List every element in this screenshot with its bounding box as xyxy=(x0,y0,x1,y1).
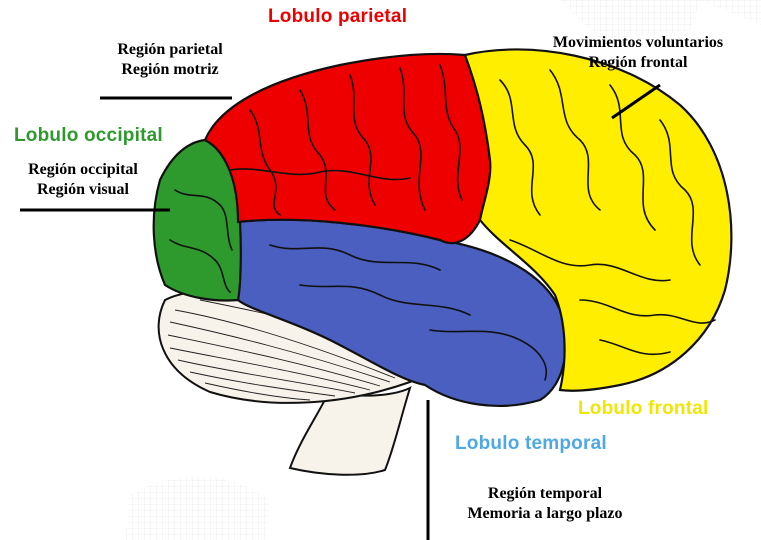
parietal-region-note: Región parietal Región motriz xyxy=(95,40,245,80)
frontal-note-line2: Región frontal xyxy=(522,53,754,73)
temporal-note-line1: Región temporal xyxy=(440,484,650,504)
temporal-lobe-title: Lobulo temporal xyxy=(455,433,607,455)
occipital-note-line1: Región occipital xyxy=(4,160,162,180)
parietal-lobe-title: Lobulo parietal xyxy=(268,6,407,28)
temporal-region-note: Región temporal Memoria a largo plazo xyxy=(440,484,650,524)
parietal-lobe xyxy=(205,54,490,243)
occipital-note-line2: Región visual xyxy=(4,180,162,200)
frontal-lobe-title: Lobulo frontal xyxy=(578,398,709,420)
occipital-lobe-title: Lobulo occipital xyxy=(14,125,163,147)
parietal-note-line2: Región motriz xyxy=(95,60,245,80)
parietal-note-line1: Región parietal xyxy=(95,40,245,60)
frontal-note-line1: Movimientos voluntarios xyxy=(522,33,754,53)
occipital-region-note: Región occipital Región visual xyxy=(4,160,162,200)
frontal-region-note: Movimientos voluntarios Región frontal xyxy=(522,33,754,73)
temporal-note-line2: Memoria a largo plazo xyxy=(440,504,650,524)
